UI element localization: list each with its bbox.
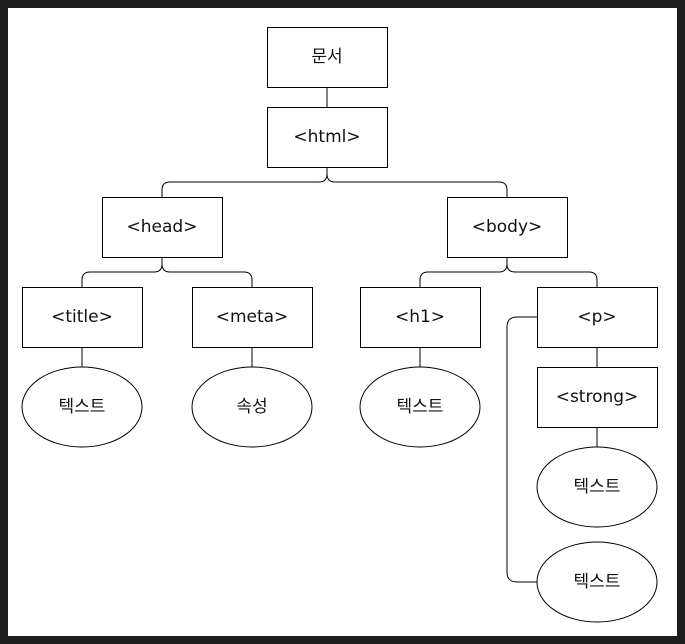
node-h1-text: 텍스트 [359, 366, 481, 448]
node-label-p-text: 텍스트 [574, 572, 621, 592]
node-label-meta-attr: 속성 [236, 397, 267, 417]
edge-html-to-head [161, 167, 328, 197]
node-label-body: <body> [472, 217, 543, 237]
node-strong-text: 텍스트 [536, 446, 658, 528]
node-box-h1 [360, 287, 481, 348]
node-box-body [447, 197, 568, 258]
edges-layer [81, 87, 598, 583]
diagram-canvas: 문서 <html> <head> <body> <title> <meta> <h1> <p>… [8, 8, 677, 636]
node-box-title [22, 287, 143, 348]
node-label-document: 문서 [311, 47, 342, 67]
node-label-head: <head> [127, 217, 198, 237]
node-label-h1-text: 텍스트 [397, 397, 444, 417]
node-box-html [267, 107, 388, 168]
node-p: <p> [537, 287, 658, 348]
node-body: <body> [447, 197, 568, 258]
node-ellipse-meta-attr [191, 366, 313, 448]
node-box-document [267, 27, 388, 88]
node-meta-attr: 속성 [191, 366, 313, 448]
node-ellipse-title-text [21, 366, 143, 448]
node-document: 문서 [267, 27, 388, 88]
node-head: <head> [102, 197, 223, 258]
node-label-title: <title> [51, 307, 113, 327]
node-box-meta [192, 287, 313, 348]
edge-head-to-title [81, 257, 163, 287]
node-meta: <meta> [192, 287, 313, 348]
node-label-title-text: 텍스트 [59, 397, 106, 417]
edge-body-to-h1 [419, 257, 508, 287]
node-box-head [102, 197, 223, 258]
node-label-html: <html> [293, 127, 360, 147]
node-label-strong-text: 텍스트 [574, 477, 621, 497]
nodes-layer: 문서 <html> <head> <body> <title> <meta> <h1> <p>… [21, 27, 658, 623]
node-title: <title> [22, 287, 143, 348]
node-label-meta: <meta> [216, 307, 289, 327]
node-html: <html> [267, 107, 388, 168]
node-p-text: 텍스트 [536, 541, 658, 623]
edge-head-to-meta [161, 257, 253, 287]
node-label-strong: <strong> [556, 387, 639, 407]
node-title-text: 텍스트 [21, 366, 143, 448]
node-ellipse-p-text [536, 541, 658, 623]
edge-p-to-p-text [506, 316, 537, 583]
node-strong: <strong> [537, 367, 658, 428]
node-label-h1: <h1> [395, 307, 445, 327]
edge-html-to-body [326, 167, 508, 197]
node-box-p [537, 287, 658, 348]
node-box-strong [537, 367, 658, 428]
node-ellipse-h1-text [359, 366, 481, 448]
node-label-p: <p> [577, 307, 616, 327]
edge-body-to-p [506, 257, 598, 287]
node-h1: <h1> [360, 287, 481, 348]
dom-tree-diagram: 문서 <html> <head> <body> <title> <meta> <h1> <p>… [21, 27, 658, 623]
node-ellipse-strong-text [536, 446, 658, 528]
